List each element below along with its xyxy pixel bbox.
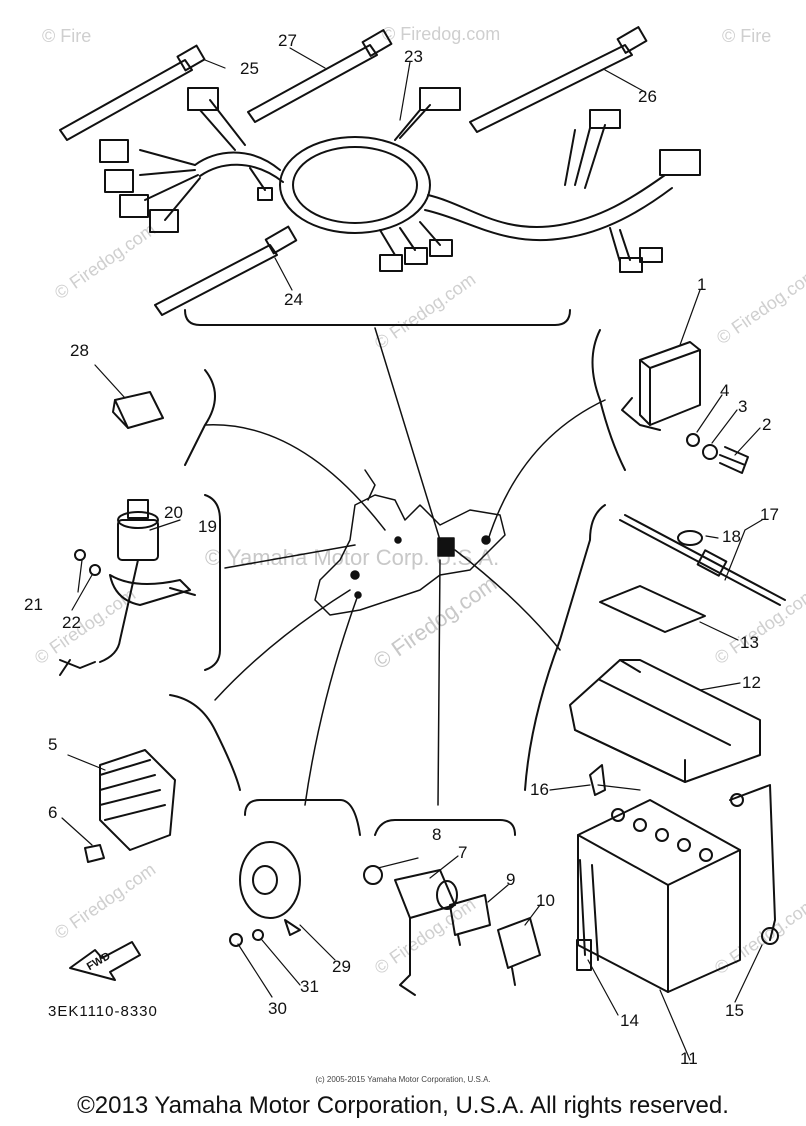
label-22: 22: [62, 613, 81, 632]
label-19: 19: [198, 517, 217, 536]
label-2: 2: [762, 415, 771, 434]
bracket-rectifier: [169, 694, 241, 791]
watermark-center-mid: © Firedog.com: [371, 269, 479, 353]
label-1: 1: [697, 275, 706, 294]
horn-29: [229, 841, 301, 947]
watermark-center: © Firedog.com: [369, 571, 502, 674]
bracket-relays: [374, 819, 516, 836]
label-16: 16: [530, 780, 549, 799]
watermark-bottom-left: © Firedog.com: [51, 859, 159, 943]
label-24: 24: [284, 290, 303, 309]
rectifier-5: [84, 749, 176, 863]
bracket-switch: [204, 494, 221, 671]
label-17: 17: [760, 505, 779, 524]
label-31: 31: [300, 977, 319, 996]
label-5: 5: [48, 735, 57, 754]
battery-cover-12: [569, 659, 761, 783]
battery-band-17: [619, 514, 786, 606]
cable-tie-27: [247, 29, 393, 123]
watermark-top-left: © Fire: [42, 26, 91, 46]
fwd-arrow: [69, 941, 141, 981]
footer-copyright: ©2013 Yamaha Motor Corporation, U.S.A. A…: [77, 1092, 729, 1119]
label-28: 28: [70, 341, 89, 360]
relay-28: [112, 391, 164, 429]
label-9: 9: [506, 870, 515, 889]
label-11: 11: [680, 1049, 698, 1068]
label-23: 23: [404, 47, 423, 66]
main-switch-19: [59, 499, 196, 676]
starter-relay-7: [363, 865, 458, 996]
label-12: 12: [742, 673, 761, 692]
watermark-top-center: © Firedog.com: [382, 24, 500, 44]
label-6: 6: [48, 803, 57, 822]
bracket-28: [184, 369, 216, 466]
label-3: 3: [738, 397, 747, 416]
cable-tie-26: [469, 26, 648, 133]
label-leaders: [61, 47, 763, 1061]
terminal-16: [589, 764, 606, 796]
label-21: 21: [24, 595, 43, 614]
footer-small-note: (c) 2005-2015 Yamaha Motor Corporation, …: [315, 1075, 491, 1084]
label-8: 8: [432, 825, 441, 844]
label-10: 10: [536, 891, 555, 910]
diagram-code: 3EK1110-8330: [48, 1003, 158, 1020]
label-4: 4: [720, 381, 729, 400]
watermark-right-mid: © Firedog.com: [713, 264, 806, 348]
watermark-yamaha-overlay: © Yamaha Motor Corp. U.S.A.: [205, 545, 499, 570]
part-labels: 1 2 3 4 5 6 7 8 9 10 11 12 13 14 15 16 1…: [24, 31, 779, 1068]
watermark-left-mid: © Firedog.com: [51, 219, 159, 303]
label-14: 14: [620, 1011, 639, 1030]
wire-harness: [99, 87, 701, 273]
battery-11: [576, 799, 741, 993]
bracket-cdi: [591, 329, 626, 471]
watermark-bottom-center: © Firedog.com: [371, 894, 479, 978]
label-27: 27: [278, 31, 297, 50]
label-30: 30: [268, 999, 287, 1018]
leader-lines: [204, 327, 606, 806]
label-26: 26: [638, 87, 657, 106]
relay-9: [449, 894, 491, 946]
label-29: 29: [332, 957, 351, 976]
label-7: 7: [458, 843, 467, 862]
bracket-horn: [244, 799, 361, 836]
label-20: 20: [164, 503, 183, 522]
watermark-right-low: © Firedog.com: [711, 584, 806, 668]
cable-15: [729, 784, 779, 945]
cable-tie-24: [154, 225, 298, 316]
label-13: 13: [740, 633, 759, 652]
watermark-top-right: © Fire: [722, 26, 771, 46]
battery-sheet-13: [599, 585, 706, 633]
bracket-battery: [524, 504, 606, 791]
label-15: 15: [725, 1001, 744, 1020]
label-25: 25: [240, 59, 259, 78]
label-18: 18: [722, 527, 741, 546]
harness-bracket: [184, 309, 571, 326]
frame-silhouette: [314, 469, 506, 616]
cdi-unit-1: [621, 341, 749, 474]
cable-tie-25: [59, 44, 206, 141]
relay-10: [497, 917, 541, 986]
